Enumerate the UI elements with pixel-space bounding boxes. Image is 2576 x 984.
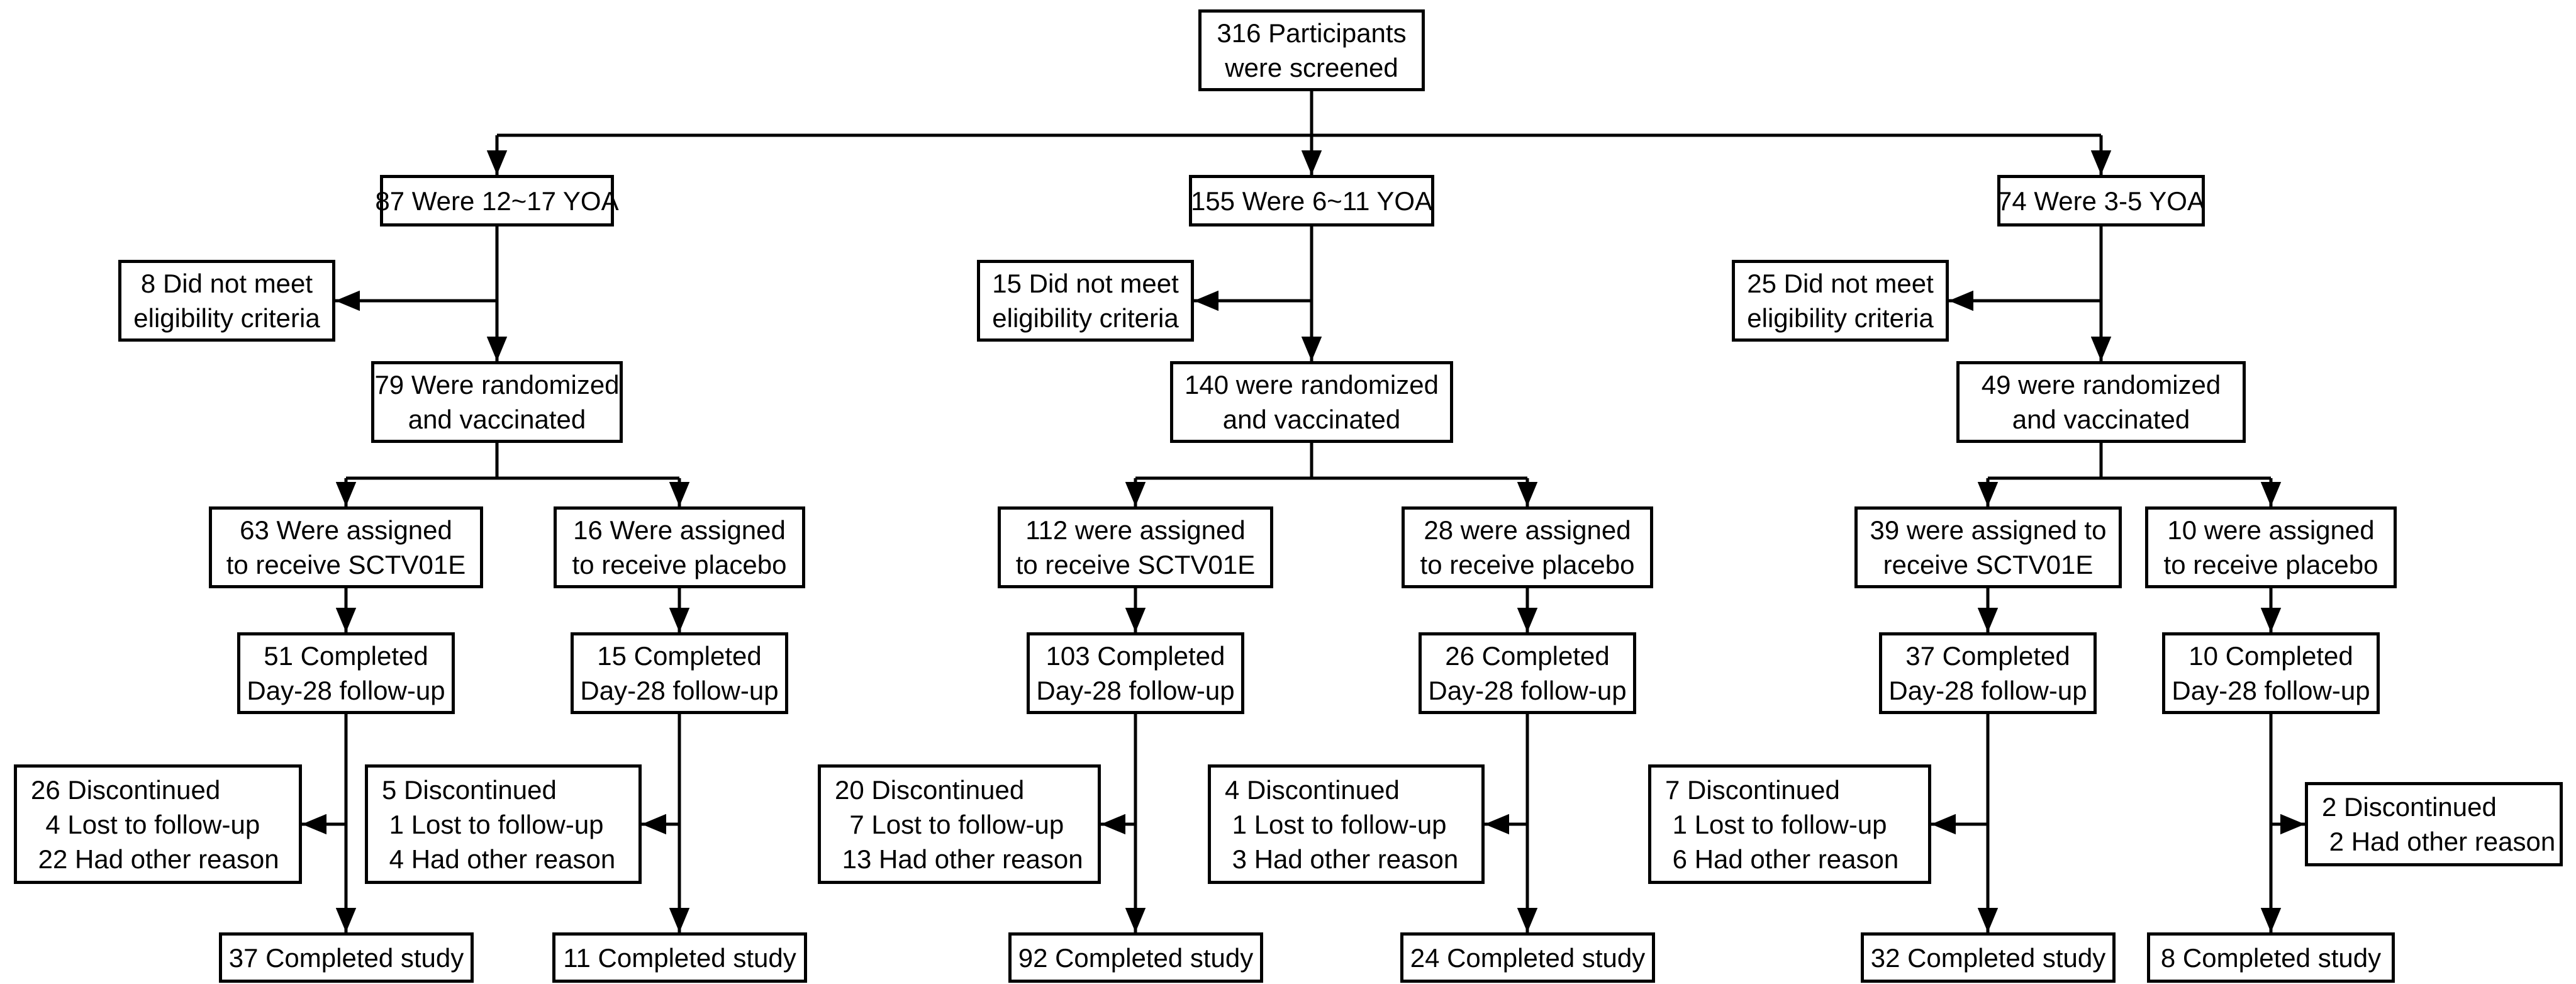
assigned-line: to receive placebo (572, 550, 787, 579)
box-discontinued-sctv01e-12-17: 26 Discontinued 4 Lost to follow-up 22 H… (14, 764, 302, 884)
discontinued-line: 1 Lost to follow-up (1665, 809, 1887, 839)
discontinued-line: 1 Lost to follow-up (382, 809, 604, 839)
completed-label: 8 Completed study (2160, 942, 2382, 973)
box-age-6-11: 155 Were 6~11 YOA (1189, 175, 1434, 226)
age-label: 74 Were 3-5 YOA (1997, 186, 2205, 216)
day28-line: 26 Completed (1445, 641, 1610, 671)
box-not-eligible-6-11: 15 Did not meet eligibility criteria (977, 260, 1194, 342)
assigned-line: 63 Were assigned (240, 515, 452, 545)
box-not-eligible-3-5: 25 Did not meet eligibility criteria (1732, 260, 1949, 342)
day28-line: Day-28 follow-up (1428, 676, 1627, 705)
box-day28-placebo-12-17: 15 Completed Day-28 follow-up (571, 632, 788, 714)
discontinued-line: 4 Had other reason (382, 844, 616, 874)
box-randomized-3-5: 49 were randomized and vaccinated (1956, 361, 2246, 443)
screened-line: were screened (1225, 53, 1398, 82)
assigned-line: to receive SCTV01E (226, 550, 466, 579)
completed-label: 32 Completed study (1870, 942, 2106, 973)
day28-line: 15 Completed (597, 641, 762, 671)
not-eligible-line: 15 Did not meet (992, 269, 1179, 298)
box-assigned-placebo-3-5: 10 were assigned to receive placebo (2145, 506, 2397, 588)
box-not-eligible-12-17: 8 Did not meet eligibility criteria (118, 260, 335, 342)
discontinued-line: 6 Had other reason (1665, 844, 1899, 874)
assigned-line: 28 were assigned (1424, 515, 1631, 545)
box-day28-sctv01e-3-5: 37 Completed Day-28 follow-up (1879, 632, 2097, 714)
box-completed-sctv01e-12-17: 37 Completed study (219, 932, 474, 983)
day28-line: Day-28 follow-up (580, 676, 779, 705)
day28-line: 103 Completed (1045, 641, 1225, 671)
box-assigned-sctv01e-3-5: 39 were assigned to receive SCTV01E (1854, 506, 2122, 588)
box-screened: 316 Participants were screened (1198, 9, 1425, 91)
day28-line: Day-28 follow-up (247, 676, 445, 705)
completed-label: 37 Completed study (228, 942, 464, 973)
discontinued-line: 5 Discontinued (382, 774, 557, 805)
randomized-line: and vaccinated (2012, 405, 2190, 434)
assigned-line: to receive placebo (2163, 550, 2378, 579)
box-assigned-placebo-6-11: 28 were assigned to receive placebo (1402, 506, 1653, 588)
randomized-line: 49 were randomized (1981, 370, 2221, 400)
assigned-line: receive SCTV01E (1883, 550, 2094, 579)
assigned-line: to receive placebo (1420, 550, 1635, 579)
box-discontinued-sctv01e-6-11: 20 Discontinued 7 Lost to follow-up 13 H… (818, 764, 1101, 884)
completed-label: 92 Completed study (1018, 942, 1254, 973)
discontinued-line: 7 Lost to follow-up (835, 809, 1064, 839)
completed-label: 24 Completed study (1410, 942, 1646, 973)
box-age-3-5: 74 Were 3-5 YOA (1997, 175, 2205, 226)
randomized-line: and vaccinated (408, 405, 586, 434)
assigned-line: 16 Were assigned (573, 515, 786, 545)
screened-line: 316 Participants (1217, 18, 1407, 48)
box-discontinued-sctv01e-3-5: 7 Discontinued 1 Lost to follow-up 6 Had… (1648, 764, 1931, 884)
assigned-line: to receive SCTV01E (1015, 550, 1256, 579)
box-discontinued-placebo-12-17: 5 Discontinued 1 Lost to follow-up 4 Had… (365, 764, 642, 884)
age-label: 155 Were 6~11 YOA (1190, 186, 1433, 216)
box-assigned-placebo-12-17: 16 Were assigned to receive placebo (554, 506, 805, 588)
box-completed-sctv01e-3-5: 32 Completed study (1861, 932, 2116, 983)
not-eligible-line: eligibility criteria (1747, 303, 1934, 333)
discontinued-line: 26 Discontinued (31, 774, 221, 805)
box-completed-placebo-12-17: 11 Completed study (552, 932, 807, 983)
discontinued-line: 4 Lost to follow-up (31, 809, 260, 839)
discontinued-line: 22 Had other reason (31, 844, 279, 874)
not-eligible-line: 25 Did not meet (1747, 269, 1934, 298)
discontinued-line: 4 Discontinued (1225, 774, 1400, 805)
box-day28-sctv01e-6-11: 103 Completed Day-28 follow-up (1027, 632, 1244, 714)
box-day28-placebo-6-11: 26 Completed Day-28 follow-up (1419, 632, 1636, 714)
box-randomized-12-17: 79 Were randomized and vaccinated (371, 361, 623, 443)
assigned-line: 39 were assigned to (1870, 515, 2107, 545)
day28-line: Day-28 follow-up (2172, 676, 2370, 705)
age-label: 87 Were 12~17 YOA (375, 186, 619, 216)
completed-label: 11 Completed study (563, 942, 796, 973)
box-completed-placebo-6-11: 24 Completed study (1400, 932, 1655, 983)
discontinued-line: 7 Discontinued (1665, 774, 1840, 805)
discontinued-line: 2 Had other reason (2322, 827, 2556, 856)
discontinued-line: 13 Had other reason (835, 844, 1083, 874)
assigned-line: 10 were assigned (2167, 515, 2375, 545)
randomized-line: and vaccinated (1222, 405, 1401, 434)
day28-line: Day-28 follow-up (1036, 676, 1235, 705)
not-eligible-line: eligibility criteria (992, 303, 1179, 333)
discontinued-line: 3 Had other reason (1225, 844, 1459, 874)
box-assigned-sctv01e-6-11: 112 were assigned to receive SCTV01E (998, 506, 1273, 588)
box-discontinued-placebo-6-11: 4 Discontinued 1 Lost to follow-up 3 Had… (1208, 764, 1485, 884)
day28-line: 37 Completed (1905, 641, 2070, 671)
day28-line: 10 Completed (2188, 641, 2353, 671)
day28-line: 51 Completed (264, 641, 428, 671)
box-day28-sctv01e-12-17: 51 Completed Day-28 follow-up (237, 632, 455, 714)
randomized-line: 79 Were randomized (374, 370, 620, 400)
box-discontinued-placebo-3-5: 2 Discontinued 2 Had other reason (2305, 782, 2563, 866)
discontinued-line: 2 Discontinued (2322, 792, 2497, 822)
randomized-line: 140 were randomized (1185, 370, 1439, 400)
assigned-line: 112 were assigned (1025, 515, 1246, 545)
discontinued-line: 20 Discontinued (835, 774, 1025, 805)
day28-line: Day-28 follow-up (1888, 676, 2087, 705)
not-eligible-line: eligibility criteria (133, 303, 320, 333)
box-assigned-sctv01e-12-17: 63 Were assigned to receive SCTV01E (209, 506, 483, 588)
box-day28-placebo-3-5: 10 Completed Day-28 follow-up (2162, 632, 2380, 714)
box-completed-placebo-3-5: 8 Completed study (2147, 932, 2395, 983)
box-age-12-17: 87 Were 12~17 YOA (375, 175, 619, 226)
discontinued-line: 1 Lost to follow-up (1225, 809, 1447, 839)
box-completed-sctv01e-6-11: 92 Completed study (1008, 932, 1263, 983)
not-eligible-line: 8 Did not meet (140, 269, 313, 298)
box-randomized-6-11: 140 were randomized and vaccinated (1170, 361, 1453, 443)
